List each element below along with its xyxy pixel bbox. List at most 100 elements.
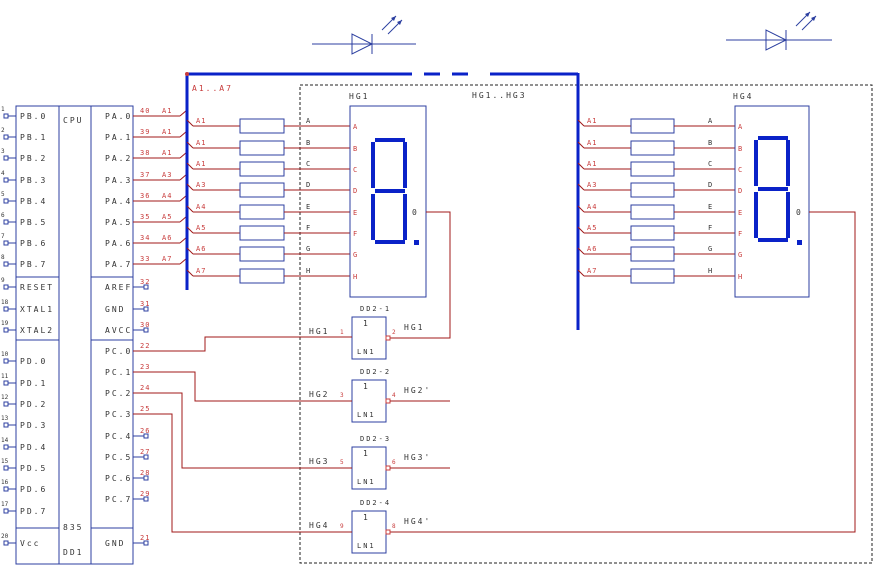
display-left-pin-label: D [353, 187, 357, 195]
mcu-left-pin-terminal [3, 422, 9, 428]
mcu-right-pin-num: 22 [140, 342, 150, 350]
mcu-left-pin-terminal [3, 444, 9, 450]
mcu-right-pin-num: 34 [140, 234, 150, 242]
mcu-left-pin-terminal [3, 401, 9, 407]
display-left-pin-label: B [353, 145, 357, 153]
bus-wire-label: A1 [196, 117, 206, 125]
gate-input-net: HG2 [309, 390, 329, 399]
pa-bus-label: A3 [162, 171, 172, 179]
mcu-right-pin-label: PA.7 [105, 260, 132, 269]
mcu-right-pin-label: AVCC [105, 326, 132, 335]
mcu-left-pin-terminal [3, 540, 9, 546]
display-left-pin-label: A [353, 123, 358, 131]
segment-net-label: H [306, 267, 312, 275]
mcu-left-pin-num: 14 [1, 437, 9, 444]
mcu-left-pin-label: PB.0 [20, 112, 47, 121]
mcu-right-pin-label: PC.2 [105, 389, 132, 398]
mcu-left-pin-num: 1 [1, 106, 5, 113]
display-left-pin-label: C [353, 166, 357, 174]
wire-bus-tap [577, 141, 585, 149]
gate-input-net: HG1 [309, 327, 329, 336]
mcu-right-pin-label: GND [105, 305, 125, 314]
segment-net-label: F [708, 224, 714, 232]
mcu-left-pin-num: 12 [1, 394, 9, 401]
display-right-pin-label: H [738, 273, 742, 281]
mcu-left-pin-terminal [3, 261, 9, 267]
mcu-left-pin-terminal [3, 508, 9, 514]
segment-net-label: E [306, 203, 312, 211]
mcu-right-pin-num: 40 [140, 107, 150, 115]
display-left-pin-label: H [353, 273, 357, 281]
resistor [239, 204, 285, 220]
mcu-left-pin-num: 5 [1, 191, 5, 198]
wire-bus-tap [577, 183, 585, 191]
wire-bus-tap [577, 269, 585, 277]
mcu-left-pin-num: 13 [1, 415, 9, 422]
mcu-left-pin-terminal [3, 486, 9, 492]
resistor [239, 118, 285, 134]
display-right-pin-label: G [738, 251, 742, 259]
mcu-left-pin-label: PB.1 [20, 133, 47, 142]
mcu-left-pin-num: 9 [1, 277, 5, 284]
mcu-right-pin-label: GND [105, 539, 125, 548]
wire-bus-tap [577, 247, 585, 255]
mcu-right-pin-label: PA.1 [105, 133, 132, 142]
mcu-right-pin-num: 36 [140, 192, 150, 200]
gate-ref: DD2-4 [360, 499, 391, 507]
resistor [239, 182, 285, 198]
mcu-left-pin-terminal [3, 358, 9, 364]
bus-wire-label: A6 [587, 245, 597, 253]
wire-pc0 [133, 336, 352, 352]
mcu-right-pin-terminal [143, 284, 149, 290]
mcu-left-pins: 1PB.02PB.13PB.24PB.35PB.46PB.57PB.68PB.7… [1, 106, 52, 548]
resistor [630, 118, 675, 134]
bus-wire-label: A7 [196, 267, 206, 275]
gate-ref: DD2-3 [360, 435, 391, 443]
resistor [630, 204, 675, 220]
led-symbol-left [312, 15, 416, 55]
mcu-left-pin-terminal [3, 134, 9, 140]
bus-wire-label: A1 [587, 117, 597, 125]
display-right-pin-label: F [738, 230, 742, 238]
mcu-right-pin-num: 38 [140, 149, 150, 157]
mcu-left-pin-terminal [3, 327, 9, 333]
mcu-left-pin-label: PB.6 [20, 239, 47, 248]
bus-junction [185, 72, 189, 76]
mcu-left-pin-terminal [3, 465, 9, 471]
mcu-right-pin-label: PA.6 [105, 239, 132, 248]
mcu-left-pin-label: PB.7 [20, 260, 47, 269]
wire-bus-tap [186, 269, 194, 277]
segment-net-label: G [306, 245, 312, 253]
mcu-right-pin-label: PC.4 [105, 432, 132, 441]
display-left-common: 0 [412, 208, 419, 217]
mcu-left-pin-num: 2 [1, 127, 5, 134]
display-right-common: 0 [796, 208, 803, 217]
mcu-right-pin-terminal [143, 433, 149, 439]
wire-bus-tap [577, 162, 585, 170]
resistor [630, 268, 675, 284]
mcu-left-pin-label: PB.5 [20, 218, 47, 227]
bus-wire-label: A1 [196, 160, 206, 168]
mcu-left-pin-num: 18 [1, 299, 9, 306]
mcu-left-pin-num: 16 [1, 479, 9, 486]
wire-pc3 [133, 413, 352, 533]
mcu-left-pin-num: 15 [1, 458, 9, 465]
mcu-left-pin-label: PB.3 [20, 176, 47, 185]
group-label: HG1..HG3 [472, 91, 527, 100]
mcu-right-pin-label: PC.0 [105, 347, 132, 356]
pa-bus-label: A5 [162, 213, 172, 221]
segment-net-label: G [708, 245, 714, 253]
mcu-left-pin-terminal [3, 177, 9, 183]
bus-wire-label: A7 [587, 267, 597, 275]
mcu-left-pin-terminal [3, 219, 9, 225]
mcu-left-pin-num: 8 [1, 254, 5, 261]
mcu-left-pin-num: 19 [1, 320, 9, 327]
segment-net-label: B [708, 139, 714, 147]
segment-net-label: B [306, 139, 312, 147]
resistor [630, 182, 675, 198]
